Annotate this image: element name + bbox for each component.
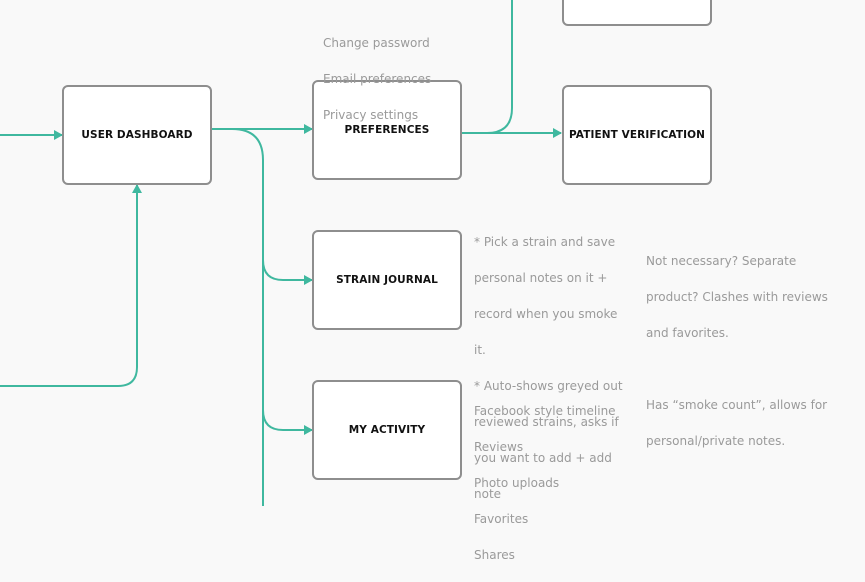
note-line: Not necessary? Separate [646, 254, 797, 268]
connector-dashboard-branch [231, 128, 264, 506]
user-dashboard-node[interactable]: USER DASHBOARD [62, 85, 212, 185]
note-line: Reviews [474, 440, 524, 454]
preferences-node[interactable]: PREFERENCES [312, 80, 462, 180]
top-partial-node[interactable] [562, 0, 712, 26]
note-line: personal notes on it + [474, 271, 608, 285]
note-line: Privacy settings [323, 108, 419, 122]
note-line: you want to add + add [474, 451, 612, 465]
note-line: record when you smoke [474, 307, 618, 321]
strain-journal-node[interactable]: STRAIN JOURNAL [312, 230, 462, 330]
flow-connectors [0, 0, 562, 506]
preferences-notes: Change password Email preferences Privac… [323, 16, 431, 142]
my-activity-node[interactable]: MY ACTIVITY [312, 380, 462, 480]
note-line: product? Clashes with reviews [646, 290, 828, 304]
my-activity-notes: Facebook style timeline Reviews Photo up… [474, 384, 616, 582]
patient-verification-node[interactable]: PATIENT VERIFICATION [562, 85, 712, 185]
note-line: * Auto-shows greyed out [474, 379, 623, 393]
note-line: and favorites. [646, 326, 729, 340]
note-line: it. [474, 343, 486, 357]
connector-branch-strain-journal [262, 259, 313, 285]
connector-preferences-up [486, 0, 513, 134]
strain-journal-comment: Not necessary? Separate product? Clashes… [646, 234, 828, 468]
note-line: Shares [474, 548, 515, 562]
connector-branch-my-activity [262, 409, 313, 435]
note-line: Change password [323, 36, 430, 50]
connector-loop-into-dashboard [0, 184, 142, 387]
note-line: Favorites [474, 512, 529, 526]
note-line: Has “smoke count”, allows for [646, 398, 828, 412]
note-line: Photo uploads [474, 476, 560, 490]
note-spacer [646, 360, 828, 378]
note-line: note [474, 487, 502, 501]
note-line: Email preferences [323, 72, 432, 86]
note-line: * Pick a strain and save [474, 235, 616, 249]
note-line: personal/private notes. [646, 434, 786, 448]
strain-journal-notes: * Pick a strain and save personal notes … [474, 215, 623, 521]
note-line: Facebook style timeline [474, 404, 616, 418]
note-line: reviewed strains, asks if [474, 415, 619, 429]
